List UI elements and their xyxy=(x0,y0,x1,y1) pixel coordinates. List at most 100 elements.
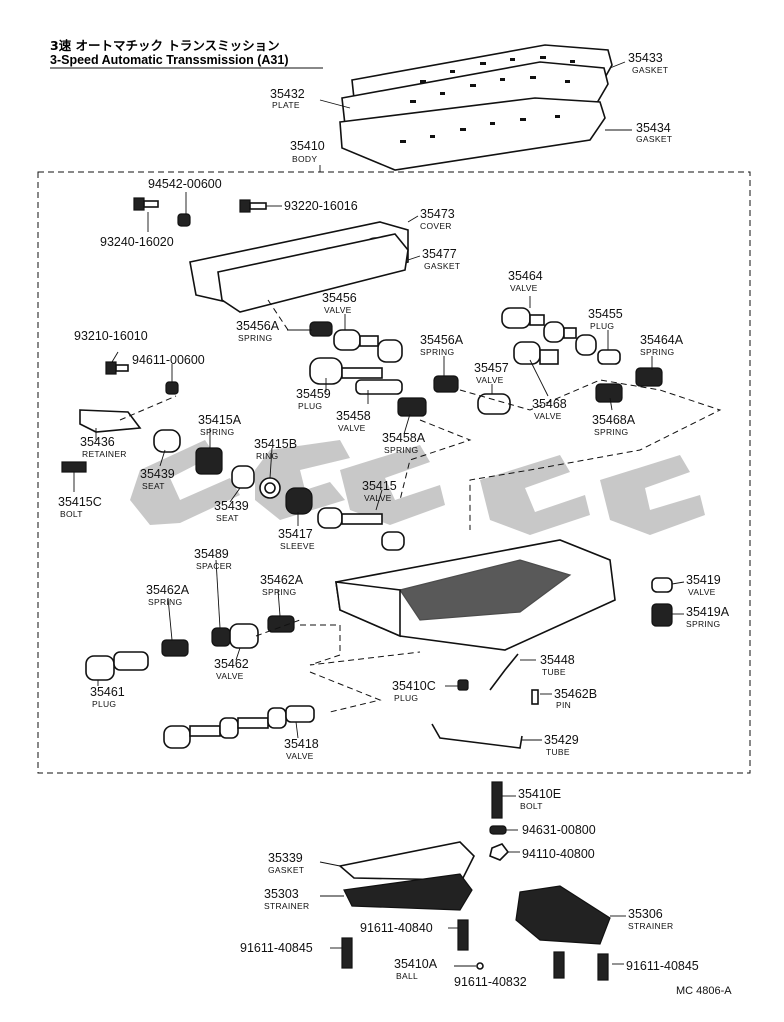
label-35410C-num: 35410C xyxy=(392,679,436,693)
label-35461-name: PLUG xyxy=(92,699,116,709)
tube-35448-drawing xyxy=(489,653,519,691)
label-35439-left-num: 35439 xyxy=(140,467,175,481)
label-35473-num: 35473 xyxy=(420,207,455,221)
label-35439-right-num: 35439 xyxy=(214,499,249,513)
label-91611-40840-num: 91611-40840 xyxy=(360,921,433,935)
label-94110-num: 94110-40800 xyxy=(522,847,595,861)
bolt-93220-drawing xyxy=(239,199,267,213)
spring-35415A-drawing xyxy=(195,447,223,475)
strainer-35306-drawing xyxy=(515,885,611,945)
label-93220-num: 93220-16016 xyxy=(284,199,358,213)
title-english: 3-Speed Automatic Transsmission (A31) xyxy=(50,53,289,67)
label-35455-name: PLUG xyxy=(590,321,614,331)
nut-94110-drawing xyxy=(489,843,510,861)
tube-35429-drawing xyxy=(431,723,523,749)
label-35457-num: 35457 xyxy=(474,361,509,375)
label-35419-name: VALVE xyxy=(688,587,716,597)
spacer-35489-drawing xyxy=(211,627,231,647)
label-35419A-name: SPRING xyxy=(686,619,720,629)
label-35434-num: 35434 xyxy=(636,121,671,135)
label-35303-name: STRAINER xyxy=(264,901,309,911)
label-35468-num: 35468 xyxy=(532,397,567,411)
label-35464-num: 35464 xyxy=(508,269,543,283)
label-35429-name: TUBE xyxy=(546,747,570,757)
label-35339-num: 35339 xyxy=(268,851,303,865)
label-35462B-name: PIN xyxy=(556,700,571,710)
strainer-35303-drawing xyxy=(343,873,473,911)
label-35439-left-name: SEAT xyxy=(142,481,165,491)
label-35303-num: 35303 xyxy=(264,887,299,901)
label-35477-num: 35477 xyxy=(422,247,457,261)
seat-35439-left xyxy=(153,429,181,453)
spring-35468A-drawing xyxy=(595,383,623,403)
valve-35464-drawing xyxy=(501,307,597,356)
label-35434-name: GASKET xyxy=(636,134,672,144)
label-35457-name: VALVE xyxy=(476,375,504,385)
valve-35415-drawing xyxy=(317,507,405,551)
label-35461-num: 35461 xyxy=(90,685,125,699)
label-35436-name: RETAINER xyxy=(82,449,127,459)
label-35410E-name: BOLT xyxy=(520,801,543,811)
label-91611-40845-right-num: 91611-40845 xyxy=(626,959,699,973)
label-35410-name: BODY xyxy=(292,154,317,164)
valve-35456-drawing xyxy=(333,329,403,363)
nut-94611-drawing xyxy=(165,381,179,395)
valve-35419-drawing xyxy=(651,577,673,593)
label-35419-num: 35419 xyxy=(686,573,721,587)
label-35455-num: 35455 xyxy=(588,307,623,321)
label-35415A-num: 35415A xyxy=(198,413,242,427)
gasket-35339-drawing xyxy=(338,841,475,881)
ring-35415B-drawing xyxy=(259,477,281,499)
retainer-35436-drawing xyxy=(79,409,142,433)
label-35489-num: 35489 xyxy=(194,547,229,561)
bolt-35415C-drawing xyxy=(61,461,87,473)
sleeve-35417-drawing xyxy=(285,487,313,515)
gasket-35477-drawing xyxy=(217,233,409,313)
bolt-93240-drawing xyxy=(133,197,159,211)
seat-35439-right xyxy=(231,465,255,489)
label-35418-num: 35418 xyxy=(284,737,319,751)
label-35489-name: SPACER xyxy=(196,561,232,571)
valve-body-35410-casting xyxy=(335,539,616,651)
spring-35419A-drawing xyxy=(651,603,673,627)
pin-35462B-drawing xyxy=(531,689,539,705)
plug-35455-drawing xyxy=(597,349,621,365)
label-35462-num: 35462 xyxy=(214,657,249,671)
label-35339-name: GASKET xyxy=(268,865,304,875)
valve-35418-drawing xyxy=(163,705,315,749)
label-35477-name: GASKET xyxy=(424,261,460,271)
label-35415-name: VALVE xyxy=(364,493,392,503)
label-35429-num: 35429 xyxy=(544,733,579,747)
plug-35459-drawing xyxy=(309,357,383,385)
label-35458A-name: SPRING xyxy=(384,445,418,455)
label-94611-num: 94611-00600 xyxy=(132,353,205,367)
label-35456-name: VALVE xyxy=(324,305,352,315)
label-93240-num: 93240-16020 xyxy=(100,235,174,249)
spring-35462A-left xyxy=(161,639,189,657)
bolt-91611-40845-right xyxy=(597,953,609,981)
label-35462B-num: 35462B xyxy=(554,687,597,701)
label-35458A-num: 35458A xyxy=(382,431,426,445)
label-35459-name: PLUG xyxy=(298,401,322,411)
title-japanese: 3速 オートマチック トランスミッション xyxy=(50,38,280,53)
valve-35468-drawing xyxy=(513,341,559,365)
label-35468A-num: 35468A xyxy=(592,413,636,427)
label-35410A-num: 35410A xyxy=(394,957,438,971)
bolt-35410E-drawing xyxy=(491,781,503,819)
label-35468A-name: SPRING xyxy=(594,427,628,437)
label-35439-right-name: SEAT xyxy=(216,513,239,523)
label-35448-name: TUBE xyxy=(542,667,566,677)
spring-35462A-right xyxy=(267,615,295,633)
spring-35458A-drawing xyxy=(397,397,427,417)
label-35436-num: 35436 xyxy=(80,435,115,449)
label-35462A-right-num: 35462A xyxy=(260,573,304,587)
label-35410C-name: PLUG xyxy=(394,693,418,703)
spring-35456A-upper xyxy=(309,321,333,337)
label-35462A-right-name: SPRING xyxy=(262,587,296,597)
spring-35464A-drawing xyxy=(635,367,663,387)
label-35415A-name: SPRING xyxy=(200,427,234,437)
label-35464-name: VALVE xyxy=(510,283,538,293)
label-91611-40845-left-num: 91611-40845 xyxy=(240,941,313,955)
bolt-91611-40832-drawing xyxy=(553,951,565,979)
valve-35462-drawing xyxy=(229,623,259,649)
